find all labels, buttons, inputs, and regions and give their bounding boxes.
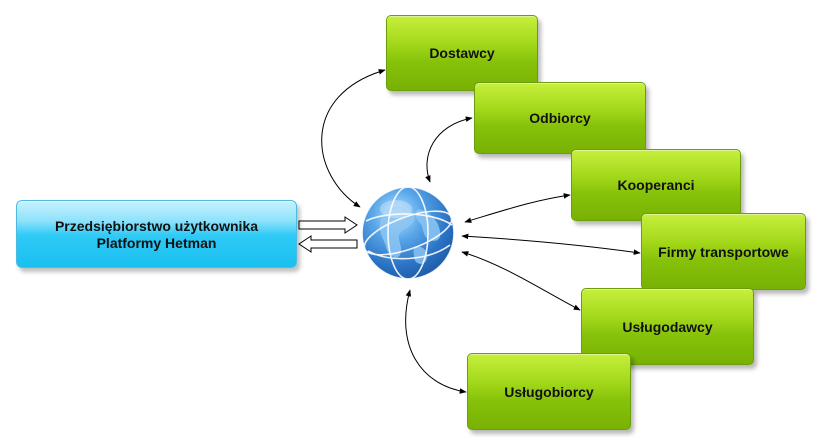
partner-box-uslugobiorcy: Usługobiorcy [467,353,631,430]
partner-label-dostawcy: Dostawcy [429,45,495,61]
connector-uslugobiorcy [405,289,467,394]
partner-label-kooperanci: Kooperanci [617,177,695,193]
connector-odbiorcy [425,116,473,183]
connector-dostawcy [321,69,386,208]
enterprise-label-line1: Przedsiębiorstwo użytkownika [54,218,259,234]
partner-label-uslugobiorcy: Usługobiorcy [504,383,594,400]
partner-box-odbiorcy: Odbiorcy [474,82,646,154]
connector-transport [461,233,641,255]
partner-box-kooperanci: Kooperanci [571,149,741,221]
enterprise-label-line2: Platformy Hetman [96,235,217,251]
globe-to-enterprise-arrow [298,235,358,253]
connector-kooperanci [464,193,571,223]
enterprise-to-globe-arrow [298,216,358,234]
partner-box-firmy-transportowe: Firmy transportowe [641,213,806,290]
partner-label-firmy-transportowe: Firmy transportowe [658,243,789,260]
partner-box-dostawcy: Dostawcy [386,15,538,91]
partner-box-uslugodawcy: Usługodawcy [581,288,754,365]
connector-uslugodawcy [461,251,581,311]
partner-label-odbiorcy: Odbiorcy [529,110,591,126]
globe-icon [361,186,455,280]
partner-label-uslugodawcy: Usługodawcy [622,318,713,335]
enterprise-box: Przedsiębiorstwo użytkownika Platformy H… [16,200,297,268]
